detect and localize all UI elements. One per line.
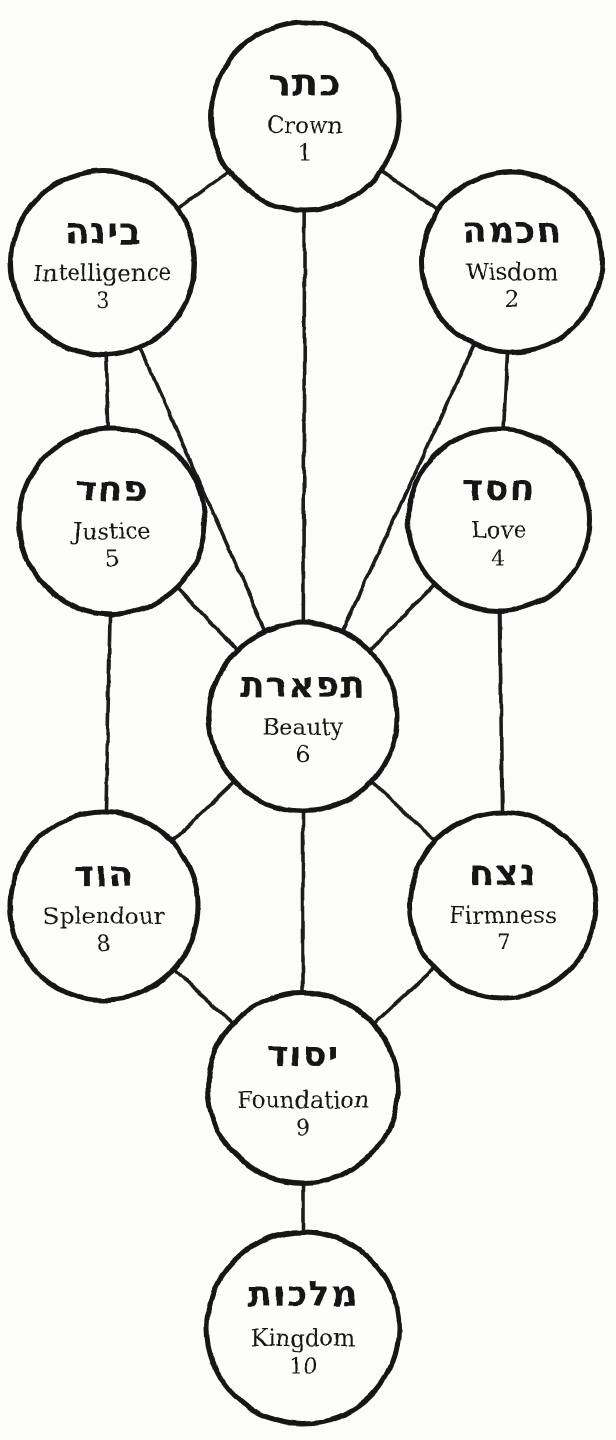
splendour-circle	[7, 809, 201, 1003]
love-name-label: Love	[471, 518, 527, 544]
intelligence-name-label: Intelligence	[34, 261, 172, 287]
node-kingdom: מלכות Kingdom 10	[204, 1229, 402, 1427]
justice-hebrew-label: פחד	[76, 469, 149, 510]
firmness-hebrew-label: נצח	[469, 853, 537, 894]
kingdom-circle	[204, 1229, 402, 1427]
path-crown-beauty	[301, 114, 307, 719]
firmness-name-label: Firmness	[449, 903, 557, 929]
node-wisdom: חכמה Wisdom 2	[419, 169, 605, 355]
node-foundation: יסוד Foundation 9	[205, 990, 401, 1186]
wisdom-circle	[419, 169, 605, 355]
love-number-label: 4	[492, 546, 506, 571]
justice-number-label: 5	[105, 547, 119, 572]
splendour-hebrew-label: הוד	[73, 854, 134, 895]
crown-name-label: Crown	[267, 113, 344, 139]
beauty-number-label: 6	[296, 743, 310, 768]
beauty-name-label: Beauty	[262, 715, 343, 741]
love-circle	[405, 426, 593, 614]
splendour-number-label: 8	[97, 932, 111, 957]
justice-name-label: Justice	[71, 519, 152, 545]
foundation-hebrew-label: יסוד	[267, 1034, 340, 1075]
justice-circle	[16, 425, 208, 617]
foundation-name-label: Foundation	[237, 1088, 369, 1114]
kingdom-number-label: 10	[289, 1354, 317, 1379]
beauty-circle	[206, 620, 400, 814]
foundation-circle	[205, 990, 401, 1186]
wisdom-name-label: Wisdom	[466, 260, 559, 286]
crown-number-label: 1	[298, 141, 312, 166]
kingdom-name-label: Kingdom	[251, 1326, 356, 1352]
wisdom-hebrew-label: חכמה	[462, 210, 562, 251]
firmness-number-label: 7	[496, 931, 510, 956]
intelligence-hebrew-label: בינה	[64, 211, 142, 252]
firmness-circle	[407, 809, 599, 1001]
intelligence-number-label: 3	[96, 289, 110, 314]
crown-circle	[208, 19, 402, 213]
crown-hebrew-label: כתר	[268, 61, 341, 105]
node-firmness: נצח Firmness 7	[407, 809, 599, 1001]
beauty-hebrew-label: תפארת	[240, 665, 366, 706]
node-splendour: הוד Splendour 8	[7, 809, 201, 1003]
wisdom-number-label: 2	[505, 288, 519, 313]
splendour-name-label: Splendour	[44, 904, 165, 930]
intelligence-circle	[8, 168, 198, 358]
node-justice: פחד Justice 5	[16, 425, 208, 617]
kingdom-hebrew-label: מלכות	[248, 1274, 358, 1315]
node-crown: כתר Crown 1	[208, 19, 402, 213]
foundation-number-label: 9	[296, 1116, 310, 1141]
node-beauty: תפארת Beauty 6	[206, 620, 400, 814]
node-love: חסד Love 4	[405, 426, 593, 614]
love-hebrew-label: חסד	[462, 468, 535, 509]
node-intelligence: בינה Intelligence 3	[8, 168, 198, 358]
